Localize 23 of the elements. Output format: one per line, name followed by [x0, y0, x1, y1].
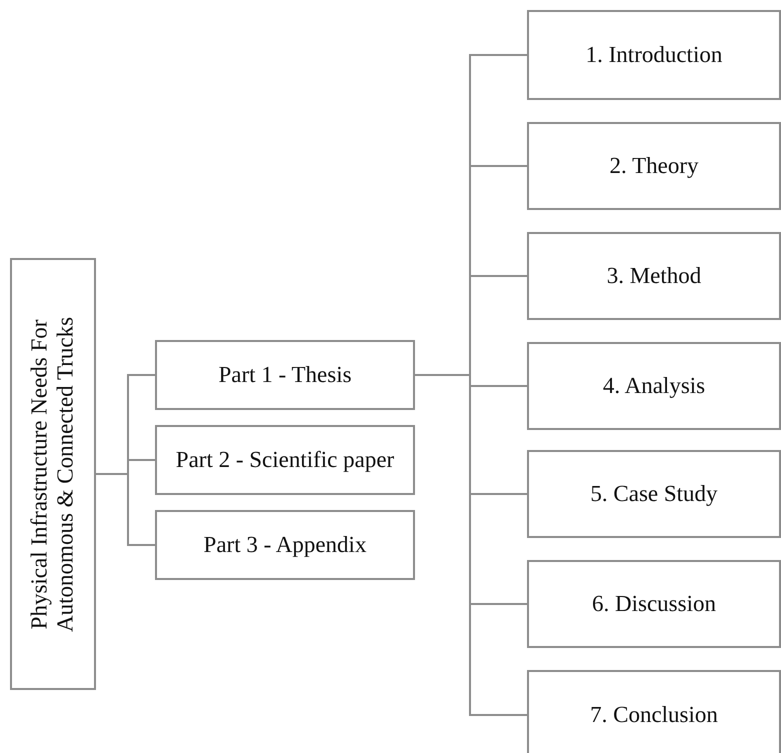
title-box [10, 258, 96, 690]
section-box [527, 232, 781, 320]
section-box [155, 510, 415, 580]
box-label: Part 1 - Thesis [218, 362, 352, 388]
box-label: 1. Introduction [586, 42, 722, 68]
section-box [155, 425, 415, 495]
section-box [527, 122, 781, 210]
connector-line [96, 473, 155, 546]
box-label: Physical Infrastructure Needs For Autonomous & Connected Trucks [26, 316, 79, 634]
box-label: 6. Discussion [592, 590, 716, 618]
box-label: 4. Analysis [602, 372, 706, 400]
box-label: 2. Theory [609, 152, 698, 180]
box-label: Part 2 - Scientific paper [176, 446, 394, 474]
section-box [527, 670, 781, 753]
section-box [155, 340, 415, 410]
box-label: Part 3 - Appendix [204, 532, 366, 558]
section-box [527, 450, 781, 538]
section-box [527, 560, 781, 648]
box-label: 5. Case Study [590, 480, 718, 508]
section-box [527, 342, 781, 430]
box-label: 7. Conclusion [590, 702, 718, 728]
box-label: 3. Method [606, 262, 702, 290]
section-box [527, 10, 781, 100]
